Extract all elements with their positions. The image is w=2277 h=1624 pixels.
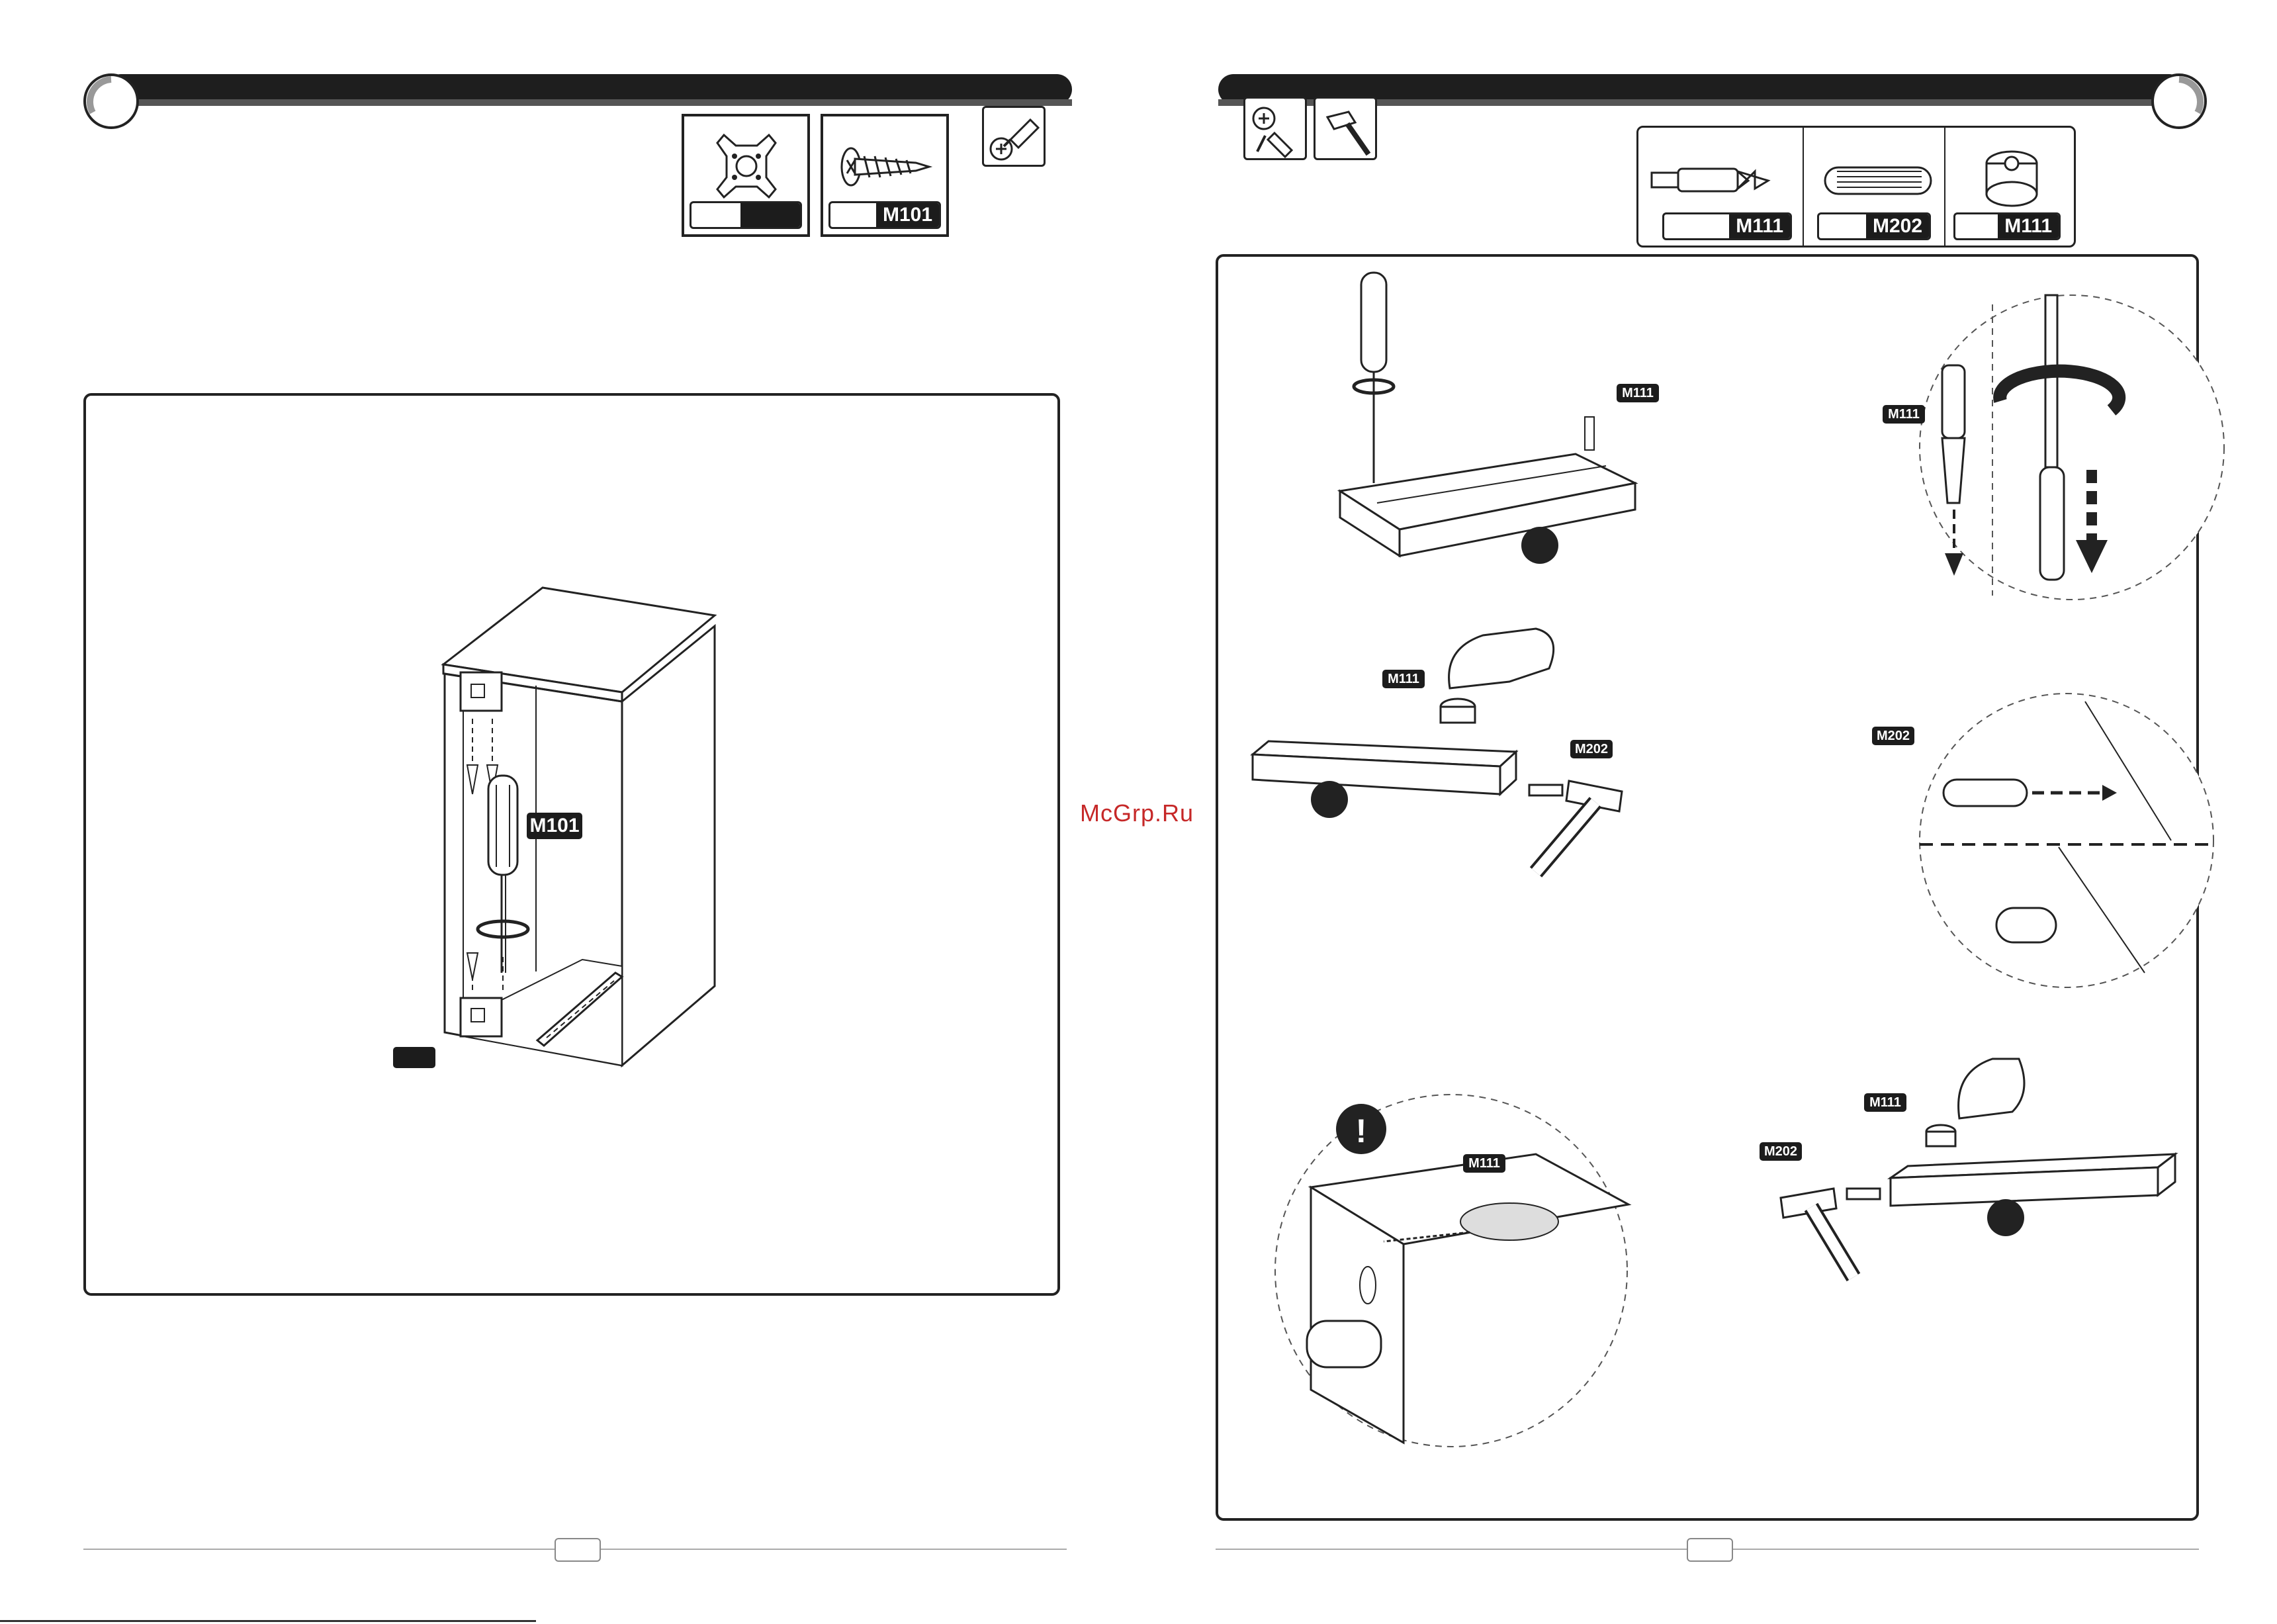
label-dowel-detail: M202 <box>1872 727 1914 745</box>
page-number <box>555 1538 601 1562</box>
label-cam-mid: M111 <box>1382 670 1425 688</box>
right-page: M111 M202 M111 <box>1139 0 2277 1624</box>
detail-bolt-rotation <box>1920 295 2224 600</box>
label-bolt-detail: M111 <box>1883 405 1925 424</box>
screw-label: M101 <box>527 813 582 839</box>
assembly-drawings: ! <box>1139 0 2277 1624</box>
step-bolt-install <box>1340 273 1635 564</box>
bottom-rule <box>0 1620 536 1622</box>
svg-text:!: ! <box>1356 1112 1367 1150</box>
label-bolt-top: M111 <box>1617 384 1659 402</box>
label-cam-bottom: M111 <box>1864 1093 1906 1112</box>
label-cam-warning: M111 <box>1463 1154 1505 1173</box>
label-dowel-mid: M202 <box>1570 740 1613 758</box>
step-cam-dowel-2 <box>1781 1059 2175 1277</box>
cabinet-drawing <box>0 0 1138 1624</box>
page-number <box>1687 1538 1733 1562</box>
detail-cam-warning: ! <box>1275 1095 1629 1447</box>
label-dowel-bottom: M202 <box>1760 1142 1802 1161</box>
left-page: M101 <box>0 0 1138 1624</box>
panel-label <box>393 1047 435 1068</box>
step-cam-dowel <box>1253 629 1622 872</box>
detail-dowel-insert <box>1920 694 2213 987</box>
